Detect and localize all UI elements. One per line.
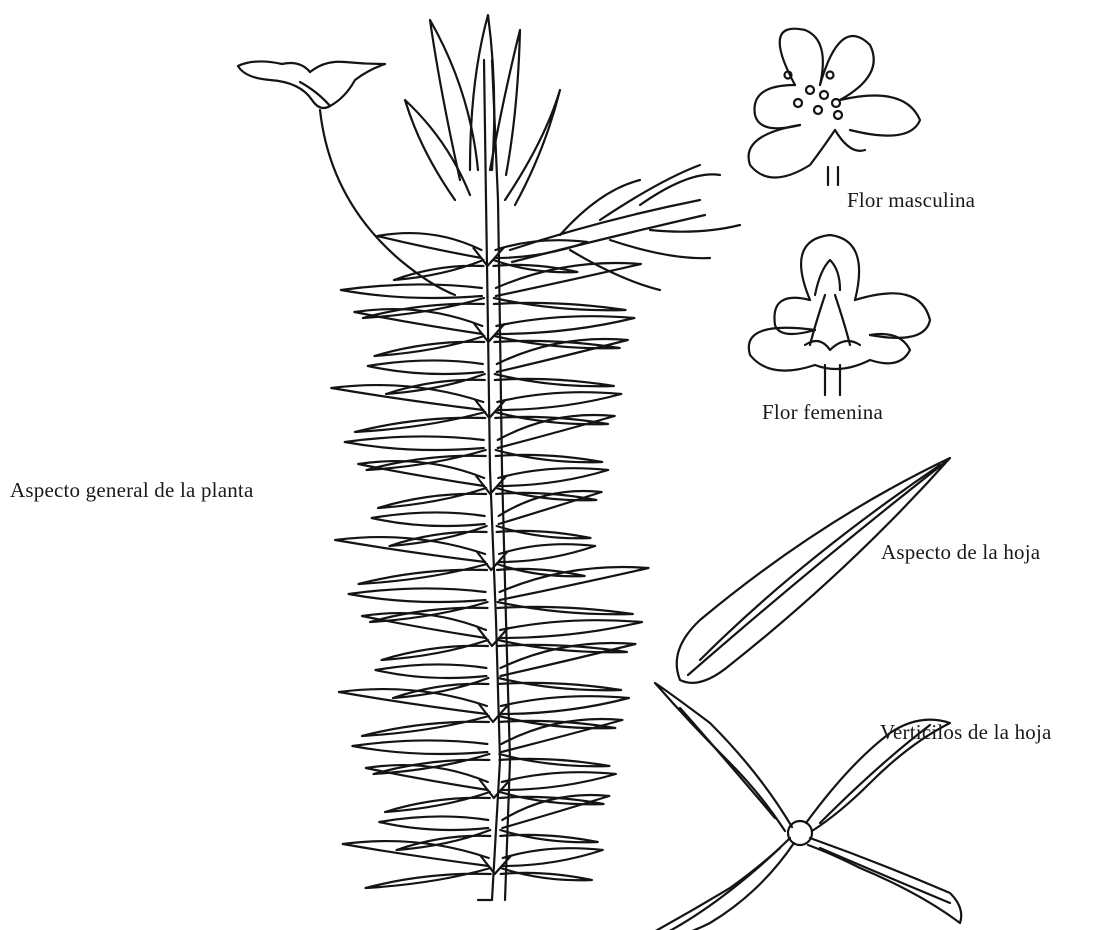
stem-leaf-right [499, 491, 602, 524]
stem-leaf-left [341, 284, 482, 298]
stem-leaf-right-lower [493, 260, 577, 272]
label-male-flower: Flor masculina [847, 188, 975, 213]
leaf-drawing [677, 458, 950, 683]
stem-leaf-left-lower [382, 640, 489, 660]
stem-leaf-left-lower [374, 754, 490, 774]
stem-leaf-right [502, 795, 609, 828]
stem-leaf-right [503, 848, 603, 866]
stem-leaf-right-lower [497, 526, 591, 538]
stem-leaf-right-lower [498, 678, 621, 690]
stem-leaf-right [501, 719, 622, 752]
female-flower-drawing [749, 235, 930, 395]
stem-leaf-left-lower [355, 412, 485, 432]
label-female-flower: Flor femenina [762, 400, 883, 425]
stem-leaf-left-lower [394, 260, 484, 280]
label-leaf-whorls: Verticilos de la hoja [880, 720, 1052, 745]
stem-leaf-right [498, 468, 608, 486]
stem-leaf-right-lower [495, 374, 614, 386]
main-stem [478, 60, 510, 900]
stem-leaf-right [499, 544, 595, 562]
stem-leaf-right-lower [494, 298, 626, 310]
stem-leaf-right [496, 316, 634, 334]
stem-leaf-left [375, 664, 486, 678]
stem-leaf-right [498, 415, 615, 448]
stem-leaf-left-lower [378, 488, 486, 508]
stem-leaf-left-lower [366, 450, 485, 470]
stem-leaf-right [500, 643, 635, 676]
stem-leaf-right-lower [496, 450, 602, 462]
apical-bud [405, 15, 560, 205]
stem-leaf-right-lower [500, 830, 598, 842]
stem-leaf-left [372, 512, 485, 526]
stem-leaves [331, 233, 648, 888]
stem-leaf-left [352, 740, 487, 754]
stem-leaf-right-lower [498, 602, 633, 614]
stem-leaf-left-lower [366, 868, 491, 888]
stem-leaf-left [368, 360, 483, 374]
stem-leaf-left [349, 588, 486, 602]
stem-leaf-left [345, 436, 484, 450]
stem-leaf-right [501, 696, 629, 714]
pedunculate-flower [238, 61, 455, 295]
stem-leaf-left-lower [362, 716, 489, 736]
label-general-aspect: Aspecto general de la planta [10, 478, 254, 503]
stem-leaf-right-lower [499, 754, 609, 766]
stem-leaf-right [497, 339, 628, 372]
stem-leaf-left-lower [363, 298, 484, 318]
stem-leaf-right [497, 392, 621, 410]
stem-leaf-left-lower [385, 792, 490, 812]
stem-leaf-right [502, 772, 616, 790]
stem-leaf-left-lower [358, 564, 487, 584]
label-leaf-aspect: Aspecto de la hoja [881, 540, 1040, 565]
stem-leaf-left-lower [370, 602, 488, 622]
stem-leaf-left-lower [374, 336, 484, 356]
stem-leaf-left [379, 816, 488, 830]
stem-leaf-right-lower [501, 868, 592, 880]
male-flower-drawing [749, 29, 920, 185]
stem-leaf-right [500, 620, 642, 638]
